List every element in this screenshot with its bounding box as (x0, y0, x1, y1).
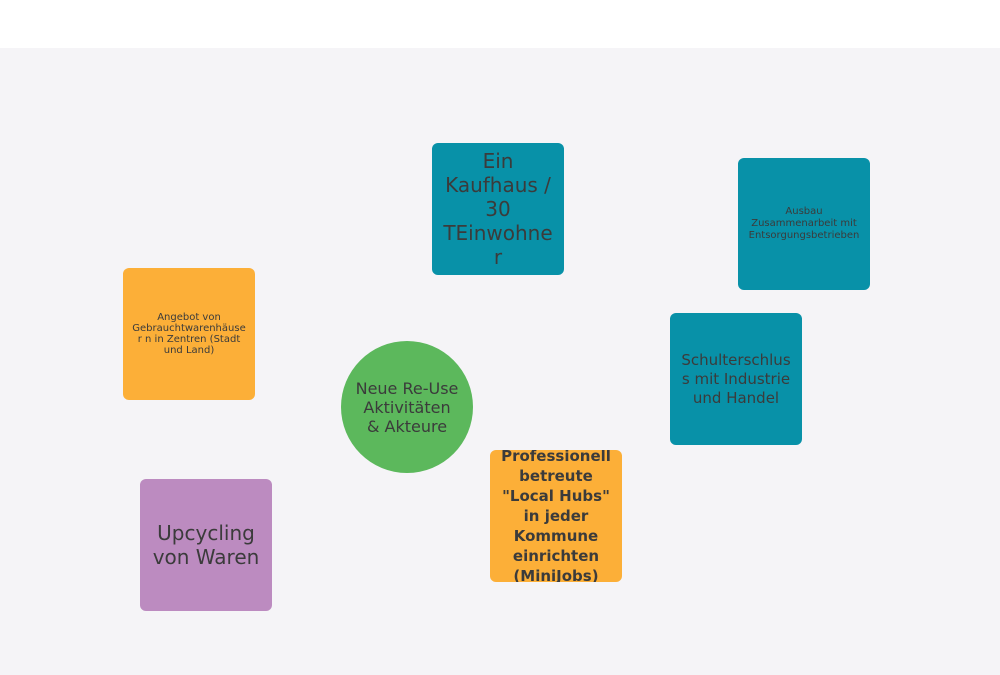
note-text: Ein Kaufhaus / 30 TEinwohner (443, 149, 553, 269)
sticky-note-kaufhaus[interactable]: Ein Kaufhaus / 30 TEinwohner (432, 143, 564, 275)
note-text: Ausbau Zusammenarbeit mit Entsorgungsbet… (748, 206, 860, 241)
note-text: Neue Re-Use Aktivitäten & Akteure (355, 378, 459, 436)
central-circle-neue-re-use[interactable]: Neue Re-Use Aktivitäten & Akteure (341, 341, 473, 473)
note-text: Upcycling von Waren (152, 521, 260, 569)
sticky-note-upcycling[interactable]: Upcycling von Waren (140, 479, 272, 611)
sticky-note-ausbau[interactable]: Ausbau Zusammenarbeit mit Entsorgungsbet… (738, 158, 870, 290)
sticky-note-angebot[interactable]: Angebot von Gebrauchtwarenhäuser n in Ze… (123, 268, 255, 400)
sticky-note-schulterschluss[interactable]: Schulterschluss mit Industrie und Handel (670, 313, 802, 445)
top-bar (0, 0, 1000, 48)
note-text: Angebot von Gebrauchtwarenhäuser n in Ze… (132, 312, 246, 356)
note-text: Professionell betreute "Local Hubs" in j… (501, 450, 611, 582)
note-text: Schulterschluss mit Industrie und Handel (681, 350, 791, 407)
sticky-note-local-hubs[interactable]: Professionell betreute "Local Hubs" in j… (490, 450, 622, 582)
